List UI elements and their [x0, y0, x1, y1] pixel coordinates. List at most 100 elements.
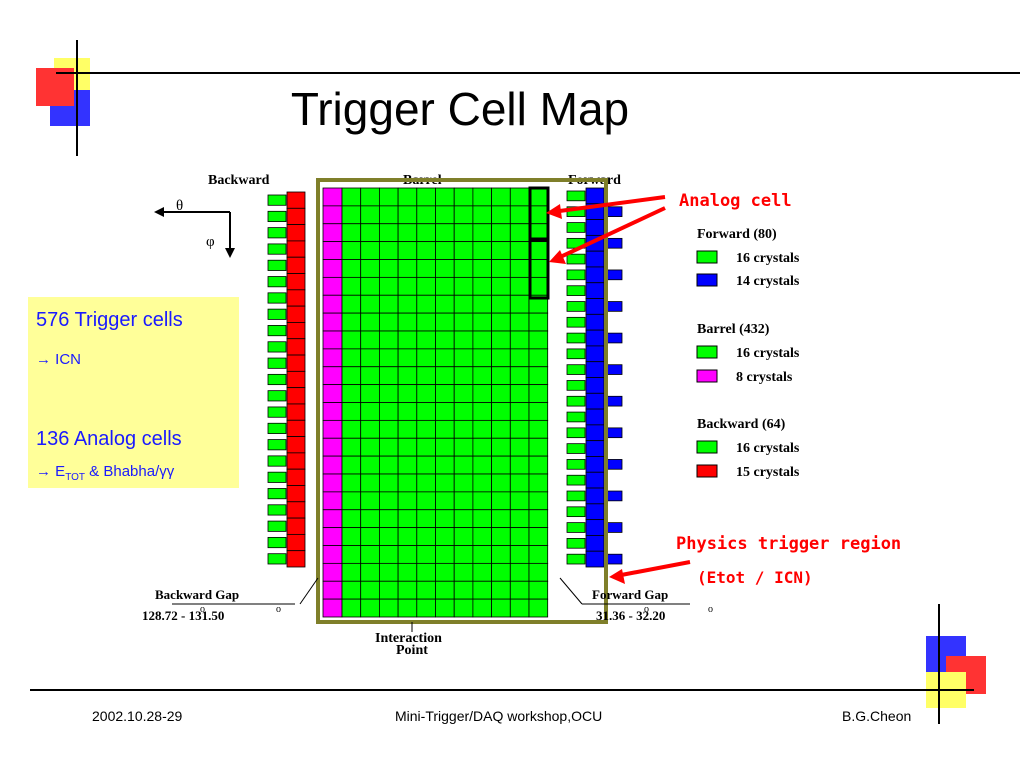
- barrel-cell-16: [435, 276, 455, 296]
- barrel-cell-16: [360, 562, 380, 582]
- barrel-cell-16: [472, 259, 492, 278]
- barrel-cell-16: [341, 366, 362, 386]
- barrel-cell-16: [416, 437, 436, 457]
- forward-cell-14: [606, 237, 623, 249]
- barrel-cell-16: [491, 419, 511, 439]
- barrel-cell-16: [453, 402, 474, 421]
- barrel-cell-16: [360, 455, 380, 475]
- barrel-cell-16: [528, 473, 549, 493]
- barrel-cell-16: [397, 509, 418, 529]
- barrel-cell-16: [378, 294, 399, 314]
- barrel-cell-16: [528, 437, 549, 457]
- forward-cell-16: [566, 253, 586, 265]
- barrel-cell-16: [397, 223, 418, 243]
- barrel-cell-16: [491, 259, 511, 278]
- barrel-cell-16: [435, 455, 455, 475]
- barrel-cell-16: [528, 419, 549, 439]
- barrel-cell-8: [322, 437, 343, 457]
- barrel-cell-16: [416, 598, 436, 618]
- barrel-cell-16: [397, 491, 418, 511]
- barrel-cell-16: [491, 294, 511, 314]
- forward-cell-14: [606, 553, 623, 565]
- barrel-cell-8: [322, 527, 343, 546]
- barrel-cell-16: [341, 223, 362, 243]
- forward-cell-14: [585, 424, 605, 442]
- barrel-cell-16: [435, 259, 455, 278]
- legend-swatch-barrel-8: [696, 369, 718, 383]
- physics-region-sub: (Etot / ICN): [697, 568, 813, 587]
- barrel-cell-16: [416, 330, 436, 350]
- legend-swatch-forward-14: [696, 273, 718, 287]
- barrel-cell-16: [435, 509, 455, 529]
- backward-deg-1: o: [200, 604, 205, 615]
- barrel-cell-16: [509, 276, 530, 296]
- forward-cell-14: [585, 519, 605, 536]
- forward-cell-16: [566, 490, 586, 502]
- backward-cell-16: [267, 341, 287, 353]
- barrel-cell-16: [491, 545, 511, 564]
- forward-deg-2: o: [708, 604, 713, 615]
- barrel-cell-16: [378, 562, 399, 582]
- barrel-cell-16: [453, 491, 474, 511]
- barrel-cell-16: [435, 437, 455, 457]
- barrel-cell-16: [416, 455, 436, 475]
- forward-cell-14: [585, 487, 605, 505]
- barrel-cell-16: [360, 419, 380, 439]
- barrel-cell-16: [453, 205, 474, 225]
- barrel-cell-16: [360, 437, 380, 457]
- barrel-cell-16: [528, 348, 549, 368]
- barrel-cell-16: [453, 223, 474, 243]
- barrel-cell-16: [360, 223, 380, 243]
- barrel-cell-16: [453, 259, 474, 278]
- backward-cell-15: [286, 224, 306, 242]
- forward-cell-14: [585, 408, 605, 426]
- barrel-cell-16: [378, 455, 399, 475]
- barrel-cell-16: [491, 437, 511, 457]
- barrel-cell-16: [397, 545, 418, 564]
- forward-cell-14: [606, 459, 623, 470]
- trigger-cells-text: 576 Trigger cells: [36, 309, 183, 331]
- barrel-cell-8: [322, 366, 343, 386]
- barrel-cell-16: [453, 384, 474, 403]
- barrel-cell-16: [341, 473, 362, 493]
- barrel-cell-16: [435, 473, 455, 493]
- barrel-cell-16: [341, 330, 362, 350]
- legend-swatch-barrel-16: [696, 345, 718, 359]
- backward-gap-label: Backward Gap: [155, 587, 239, 602]
- barrel-cell-16: [472, 312, 492, 332]
- backward-cell-16: [267, 504, 287, 516]
- backward-cell-15: [286, 322, 306, 340]
- barrel-cell-16: [491, 205, 511, 225]
- barrel-cell-16: [491, 455, 511, 475]
- barrel-cell-16: [341, 545, 362, 564]
- barrel-cell-16: [360, 205, 380, 225]
- forward-cell-14: [606, 206, 623, 217]
- barrel-cell-16: [360, 294, 380, 314]
- barrel-cell-16: [435, 527, 455, 546]
- forward-cell-16: [566, 222, 586, 233]
- barrel-cell-16: [528, 562, 549, 582]
- legend-swatch-backward-16: [696, 440, 718, 454]
- barrel-cell-8: [322, 241, 343, 260]
- barrel-cell-16: [509, 598, 530, 618]
- backward-cell-15: [286, 501, 306, 519]
- barrel-cell-16: [509, 545, 530, 564]
- barrel-cell-16: [491, 348, 511, 368]
- barrel-cell-16: [528, 384, 549, 403]
- barrel-cell-16: [453, 187, 474, 207]
- forward-cell-16: [566, 427, 586, 439]
- barrel-cell-16: [491, 384, 511, 403]
- trigger-dest-line: → ICN: [36, 351, 82, 368]
- barrel-cell-8: [322, 598, 343, 618]
- barrel-cell-16: [341, 491, 362, 511]
- backward-cell-16: [267, 259, 287, 271]
- barrel-cell-16: [378, 187, 399, 207]
- forward-cell-14: [585, 550, 605, 568]
- forward-cell-14: [585, 361, 605, 378]
- barrel-cell-16: [528, 312, 549, 332]
- barrel-cell-16: [341, 384, 362, 403]
- barrel-cell-16: [453, 419, 474, 439]
- barrel-cell-16: [435, 562, 455, 582]
- barrel-cell-16: [435, 366, 455, 386]
